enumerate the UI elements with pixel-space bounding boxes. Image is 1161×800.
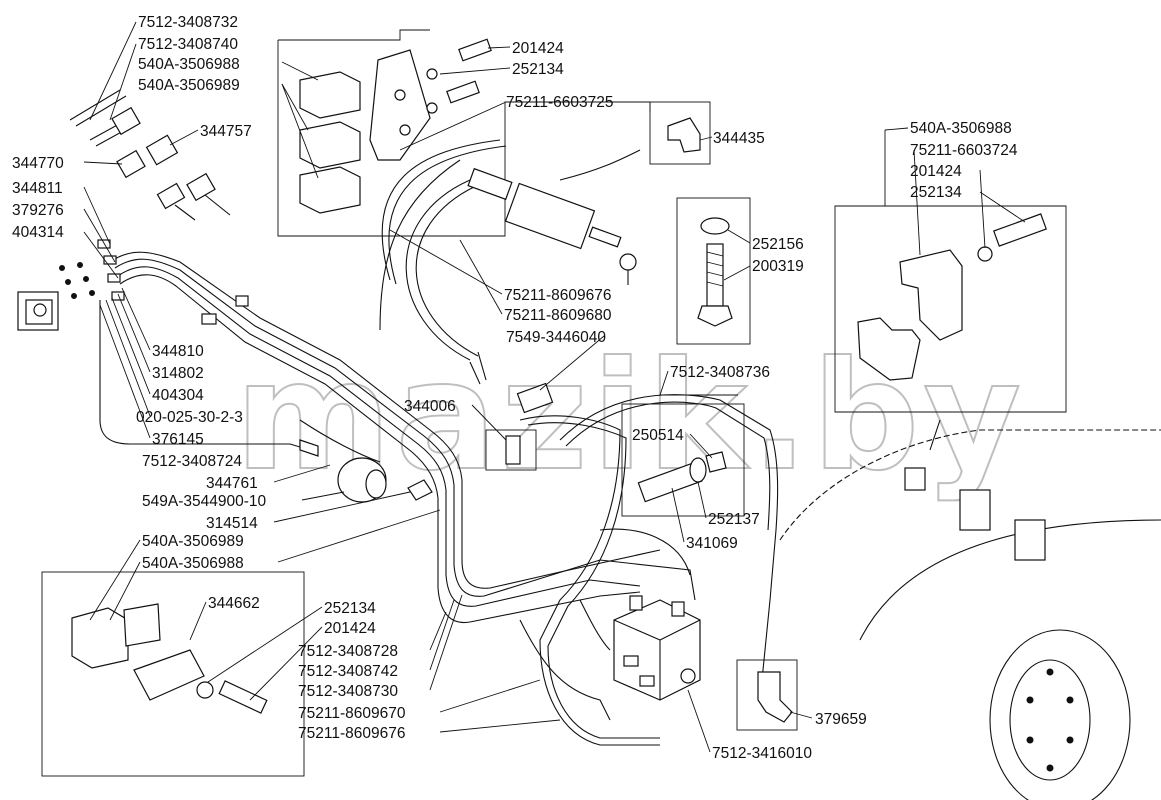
label-252134-top: 252134 [512, 61, 564, 78]
label-344435: 344435 [713, 130, 765, 147]
detail-box-elbow-344435 [649, 101, 711, 165]
label-020-025-30-2-3: 020-025-30-2-3 [136, 409, 243, 426]
label-7512-3408730: 7512-3408730 [298, 683, 398, 700]
label-201424-right: 201424 [910, 163, 962, 180]
label-540A-3506988-top: 540A-3506988 [138, 56, 240, 73]
label-314802: 314802 [152, 365, 204, 382]
detail-box-bolt-200319 [676, 197, 751, 345]
label-75211-8609676-bottom: 75211-8609676 [298, 725, 405, 742]
label-344757: 344757 [200, 123, 252, 140]
label-252134-bottom: 252134 [324, 600, 376, 617]
label-201424-top: 201424 [512, 40, 564, 57]
detail-box-elbow-379659 [736, 659, 798, 731]
pipe-bundle [99, 251, 696, 624]
label-7512-3408740: 7512-3408740 [138, 36, 238, 53]
label-314514: 314514 [206, 515, 258, 532]
label-7512-3408736: 7512-3408736 [670, 364, 770, 381]
clamp-right [857, 213, 1047, 381]
label-540A-3506989-top: 540A-3506989 [138, 77, 240, 94]
label-379659: 379659 [815, 711, 867, 728]
bolt-200319 [697, 217, 733, 327]
label-252137: 252137 [708, 511, 760, 528]
label-376145: 376145 [152, 431, 204, 448]
label-344662: 344662 [208, 595, 260, 612]
label-379276: 379276 [12, 202, 64, 219]
elbow-344435 [667, 117, 701, 153]
label-75211-6603725: 75211-6603725 [506, 94, 613, 111]
label-75211-8609670: 75211-8609670 [298, 705, 406, 722]
label-250514: 250514 [632, 427, 684, 444]
clamps-top [299, 38, 492, 214]
label-540A-3506988-right: 540A-3506988 [910, 120, 1012, 137]
label-341069: 341069 [686, 535, 738, 552]
label-344006: 344006 [404, 398, 456, 415]
label-7512-3416010: 7512-3416010 [712, 745, 812, 762]
label-404304: 404304 [152, 387, 204, 404]
detail-box-clamps-bottom [41, 571, 305, 777]
label-7549-3446040: 7549-3446040 [506, 329, 606, 346]
part-labels: 7512-3408732 7512-3408740 540A-3506988 5… [12, 14, 1018, 762]
tee-7549 [469, 351, 554, 414]
elbow-379659 [757, 671, 793, 723]
label-7512-3408724: 7512-3408724 [142, 453, 242, 470]
filter-549A [299, 439, 433, 503]
label-540A-3506988-bottom: 540A-3506988 [142, 555, 244, 572]
label-252134-right: 252134 [910, 184, 962, 201]
label-344770: 344770 [12, 155, 64, 172]
label-201424-bottom: 201424 [324, 620, 376, 637]
label-7512-3408732: 7512-3408732 [138, 14, 238, 31]
label-344810: 344810 [152, 343, 204, 360]
distributor-block [613, 595, 701, 701]
clamps-bottom [71, 603, 268, 714]
hose-loops [379, 139, 779, 746]
label-404314: 404314 [12, 224, 64, 241]
label-549A-3544900-10: 549A-3544900-10 [142, 493, 266, 510]
label-7512-3408728: 7512-3408728 [298, 643, 398, 660]
left-valve-block [17, 239, 249, 331]
label-75211-8609676-top: 75211-8609676 [504, 287, 611, 304]
tank [779, 419, 1161, 800]
label-252156: 252156 [752, 236, 804, 253]
label-344761: 344761 [206, 475, 258, 492]
detail-box-fitting-341069 [621, 403, 745, 517]
label-75211-8609680: 75211-8609680 [504, 307, 612, 324]
label-540A-3506989-bottom: 540A-3506989 [142, 533, 244, 550]
leader-lines [83, 21, 1026, 753]
fitting-group-topleft [69, 89, 231, 221]
hydraulic-cylinder [467, 167, 637, 285]
fitting-344006 [485, 429, 537, 471]
detail-box-clamp-right [834, 130, 1067, 413]
label-344811: 344811 [12, 180, 63, 197]
label-7512-3408742: 7512-3408742 [298, 663, 398, 680]
label-75211-6603724: 75211-6603724 [910, 142, 1018, 159]
label-200319: 200319 [752, 258, 804, 275]
